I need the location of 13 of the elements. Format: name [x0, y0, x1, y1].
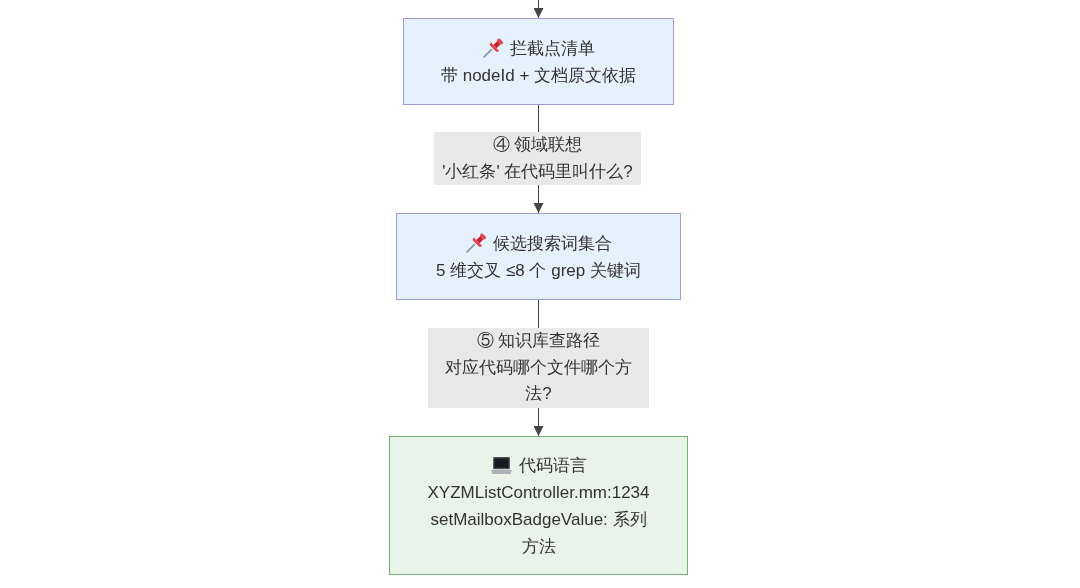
node-text: 5 维交叉 ≤8 个 grep 关键词 [436, 259, 641, 282]
arrow [533, 0, 544, 19]
node-heading: 候选搜索词集合 [492, 232, 612, 255]
edge-label: ⑤ 知识库查路径对应代码哪个文件哪个方法? [428, 328, 649, 408]
result-box [389, 436, 688, 575]
process-box [403, 18, 674, 105]
node-text: setMailboxBadgeValue: 系列方法 [429, 508, 648, 558]
node-text: XYZMListController.mm:1234 [427, 481, 650, 504]
process-box [396, 213, 681, 300]
node-heading: 代码语言 [518, 454, 587, 477]
node-heading: 拦截点清单 [509, 37, 595, 60]
node-text: 带 nodeId + 文档原文依据 [440, 64, 637, 87]
edge-label: ④ 领域联想 '小红条' 在代码里叫什么? [434, 132, 641, 185]
